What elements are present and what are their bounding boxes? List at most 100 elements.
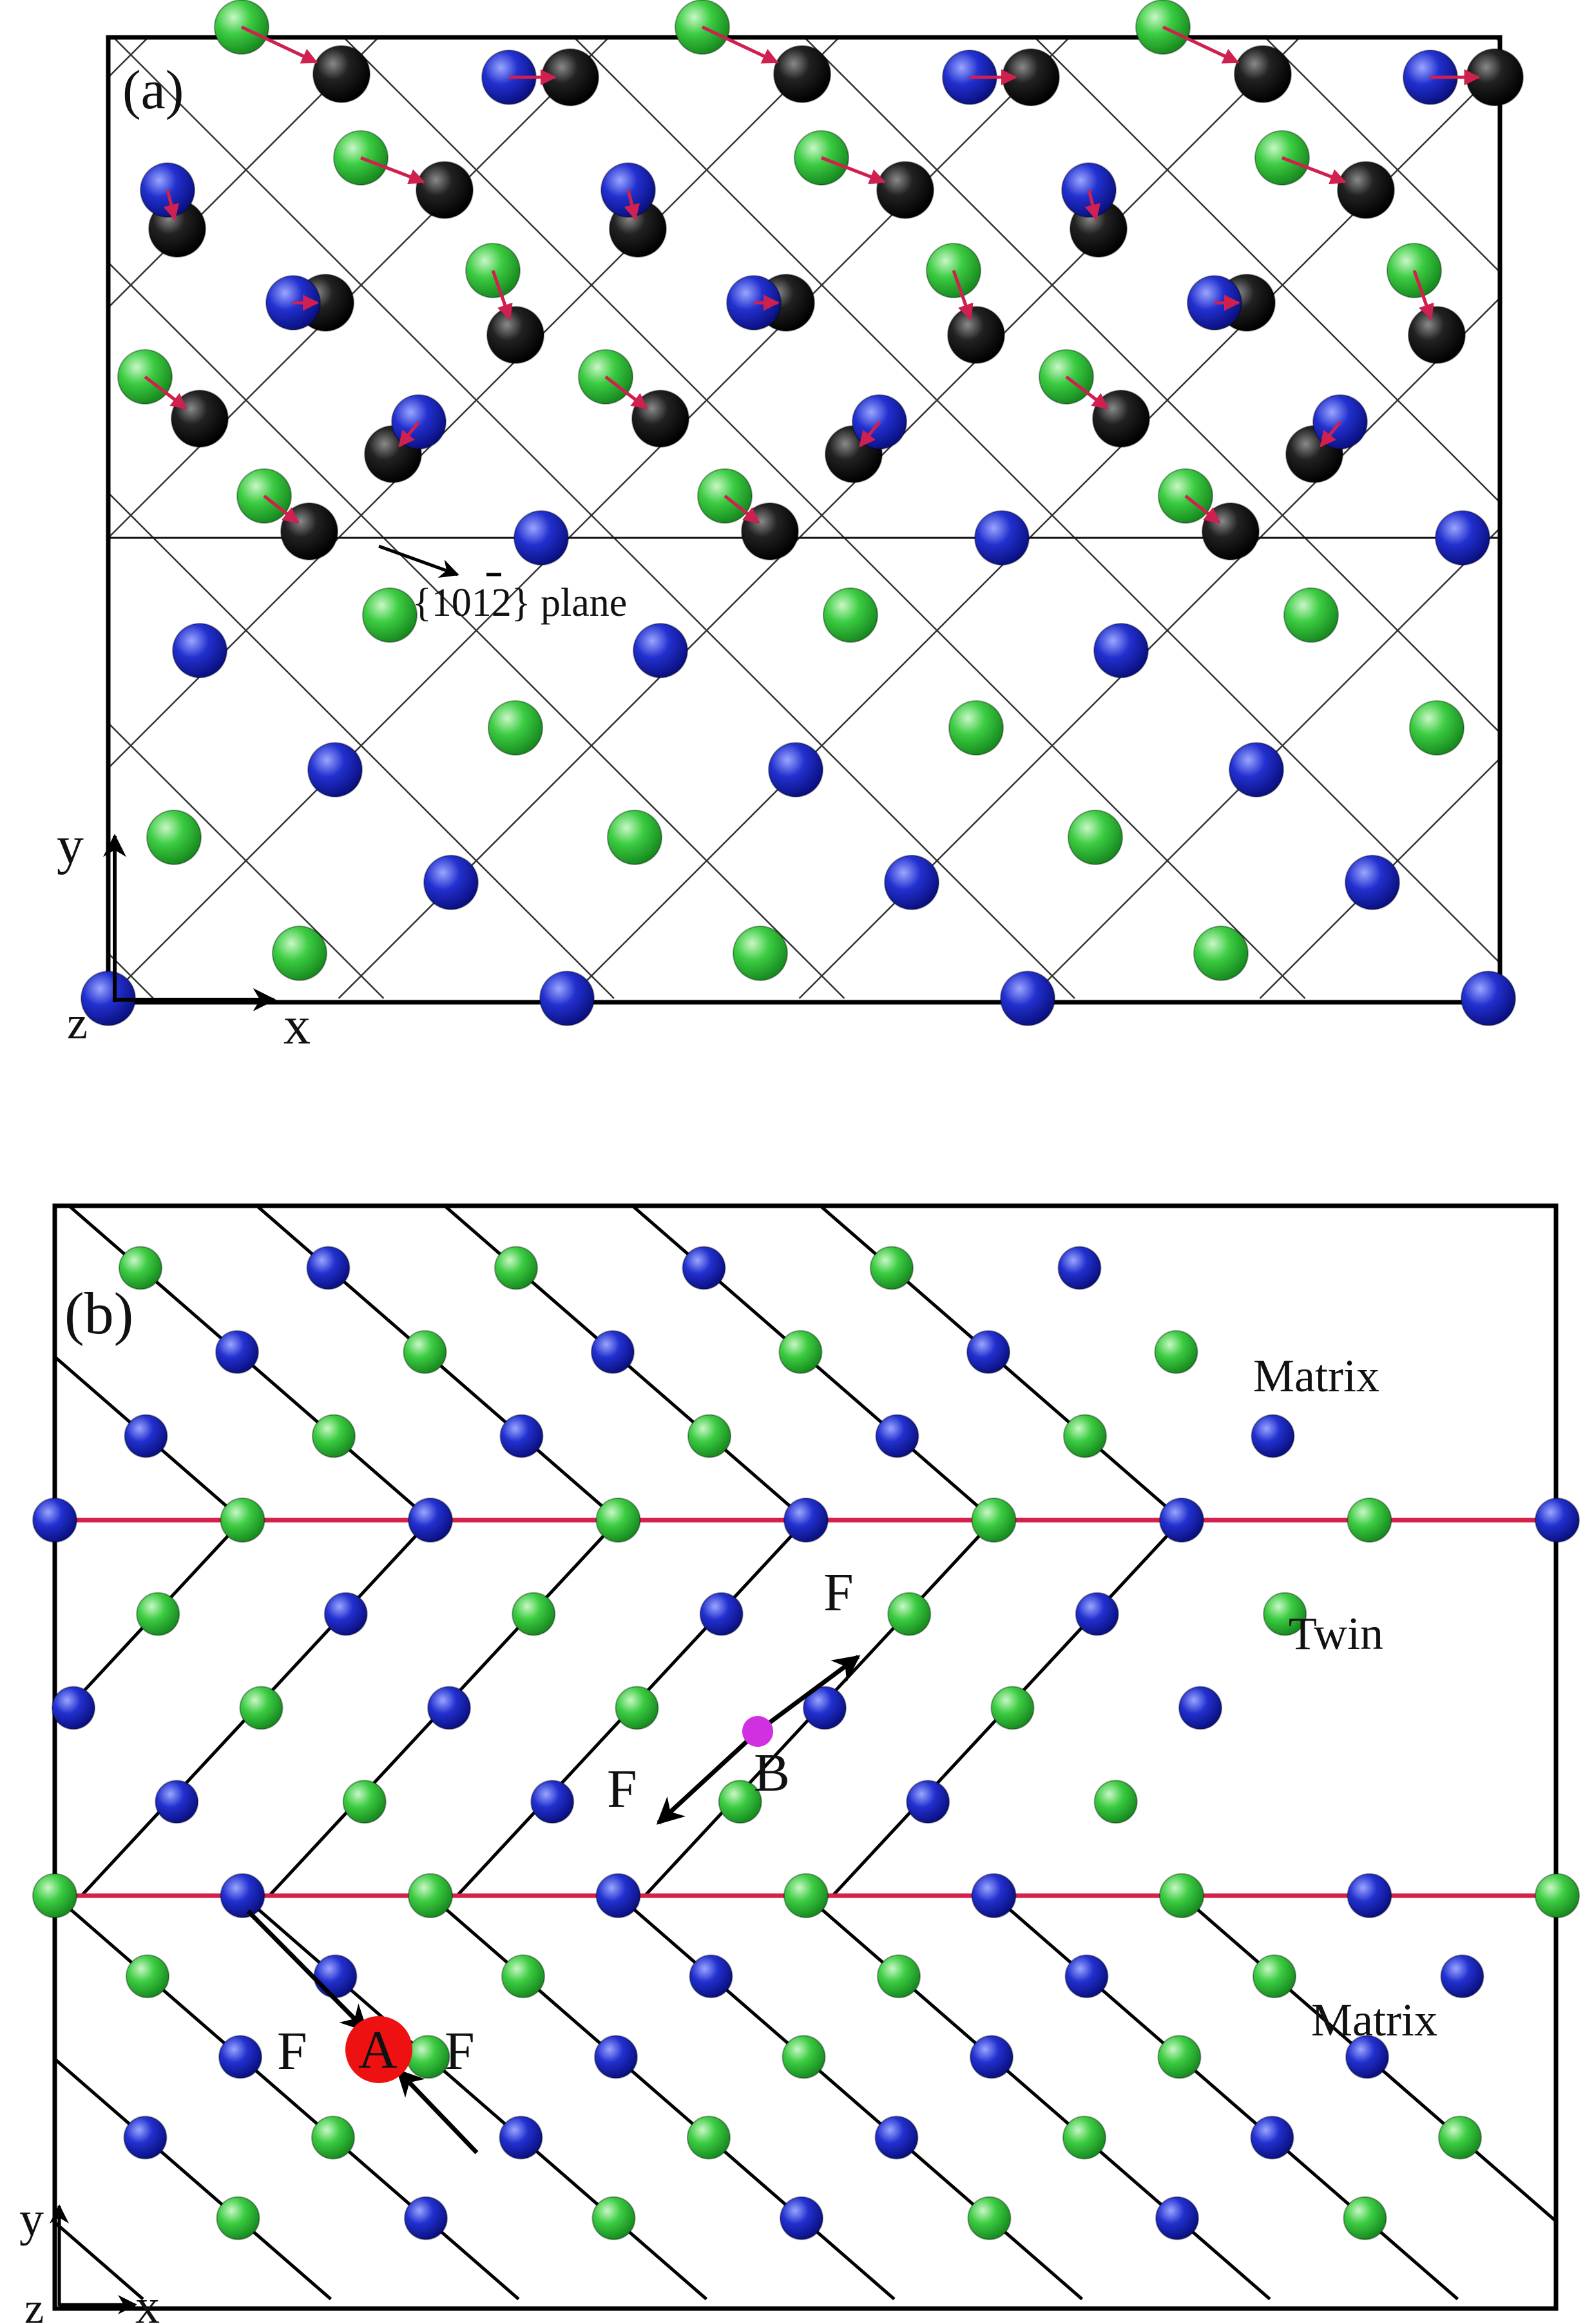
- green-atom: [990, 1686, 1035, 1730]
- green-atom: [782, 2035, 826, 2079]
- blue-atom: [32, 1498, 77, 1543]
- black-atom: [1408, 306, 1466, 364]
- green-atom: [1063, 1414, 1107, 1458]
- blue-atom: [682, 1246, 726, 1290]
- green-atom: [1154, 1330, 1198, 1374]
- black-atom: [1234, 45, 1292, 103]
- plane-label: {1012} plane: [412, 581, 627, 625]
- green-atom: [311, 2115, 355, 2160]
- panel-a-label: (a): [122, 59, 184, 120]
- green-atom: [591, 2196, 636, 2240]
- panel-a: (a) {1012} plane y x z: [57, 0, 1524, 1056]
- blue-atom: [155, 1780, 199, 1824]
- black-atom: [947, 306, 1005, 364]
- black-atom: [741, 502, 799, 560]
- black-atom: [631, 390, 689, 448]
- black-atom: [1092, 390, 1150, 448]
- blue-atom: [499, 2115, 543, 2160]
- blue-atom: [427, 1686, 471, 1730]
- green-atom: [1062, 2115, 1106, 2160]
- green-atom: [1068, 810, 1123, 865]
- green-atom: [408, 1873, 453, 1918]
- blue-atom: [1345, 2035, 1389, 2079]
- green-atom: [1159, 1873, 1204, 1918]
- blue-atom: [1535, 1498, 1580, 1543]
- blue-atom: [172, 623, 227, 678]
- blue-atom: [423, 855, 479, 910]
- green-atom: [607, 810, 662, 865]
- blue-atom: [404, 2196, 448, 2240]
- green-atom: [718, 1780, 762, 1824]
- blue-atom: [633, 623, 688, 678]
- blue-atom: [803, 1686, 847, 1730]
- blue-atom: [1461, 971, 1516, 1026]
- blue-atom: [1440, 1954, 1484, 1999]
- panel-b-axis-x: x: [135, 2280, 160, 2324]
- blue-atom: [1345, 855, 1400, 910]
- panel-a-axis-y: y: [57, 815, 84, 875]
- force-label-a-right: F: [445, 2021, 475, 2081]
- blue-atom: [1178, 1686, 1222, 1730]
- panel-a-axis-x: x: [283, 996, 311, 1056]
- green-atom: [1343, 2196, 1387, 2240]
- panel-a-lattice-lines: [108, 37, 1500, 999]
- panel-b-frame: [52, 1203, 1559, 2311]
- blue-atom: [1250, 2115, 1294, 2160]
- point-b-label: B: [754, 1743, 790, 1803]
- green-atom: [216, 2196, 260, 2240]
- green-atom: [1347, 1498, 1392, 1543]
- green-atom: [948, 700, 1004, 756]
- green-atom: [1193, 926, 1249, 981]
- blue-atom: [970, 2035, 1013, 2079]
- green-atom: [512, 1592, 556, 1636]
- green-atom: [32, 1873, 77, 1918]
- green-atom: [733, 926, 788, 981]
- green-atom: [501, 1954, 545, 1999]
- green-atom: [1157, 2035, 1202, 2079]
- panel-a-frame: [106, 35, 1503, 1005]
- blue-atom: [1435, 510, 1490, 566]
- green-atom: [971, 1498, 1017, 1543]
- green-atom: [146, 810, 202, 865]
- blue-atom: [530, 1780, 575, 1824]
- green-atom: [778, 1330, 823, 1374]
- blue-atom: [323, 1592, 368, 1636]
- blue-atom: [1000, 971, 1055, 1026]
- black-atom: [1337, 161, 1395, 219]
- blue-atom: [594, 2035, 638, 2079]
- green-atom: [1409, 700, 1464, 756]
- green-atom: [687, 1414, 731, 1458]
- blue-atom: [218, 2035, 262, 2079]
- force-arrows: [246, 1655, 861, 2155]
- green-atom: [239, 1686, 283, 1730]
- blue-atom: [1057, 1246, 1102, 1290]
- blue-atom: [1064, 1954, 1109, 1999]
- blue-atom: [595, 1873, 641, 1918]
- green-atom: [362, 587, 418, 643]
- green-atom: [870, 1246, 914, 1290]
- panel-a-axes: y x z: [57, 815, 311, 1056]
- force-label-b-lower: F: [607, 1759, 637, 1819]
- black-atom: [773, 45, 831, 103]
- blue-atom: [408, 1498, 453, 1543]
- green-atom: [967, 2196, 1012, 2240]
- blue-atom: [1159, 1498, 1204, 1543]
- blue-atom: [1229, 742, 1284, 797]
- plane-pointer-arrow: [378, 544, 459, 578]
- blue-atom: [875, 1414, 919, 1458]
- point-a-marker: [345, 2016, 412, 2083]
- blue-atom: [52, 1686, 95, 1730]
- blue-atom: [220, 1873, 265, 1918]
- black-atom: [486, 306, 544, 364]
- green-atom: [126, 1954, 169, 1999]
- green-atom: [615, 1686, 659, 1730]
- panel-b: (b) Matrix Twin Matrix F F B F A F y x z: [19, 1203, 1580, 2324]
- blue-atom: [699, 1592, 744, 1636]
- green-atom: [1253, 1954, 1296, 1999]
- green-atom: [887, 1592, 932, 1636]
- blue-atom: [514, 510, 569, 566]
- panel-b-axis-y: y: [19, 2192, 44, 2246]
- green-atom: [403, 1330, 447, 1374]
- black-atom: [171, 390, 229, 448]
